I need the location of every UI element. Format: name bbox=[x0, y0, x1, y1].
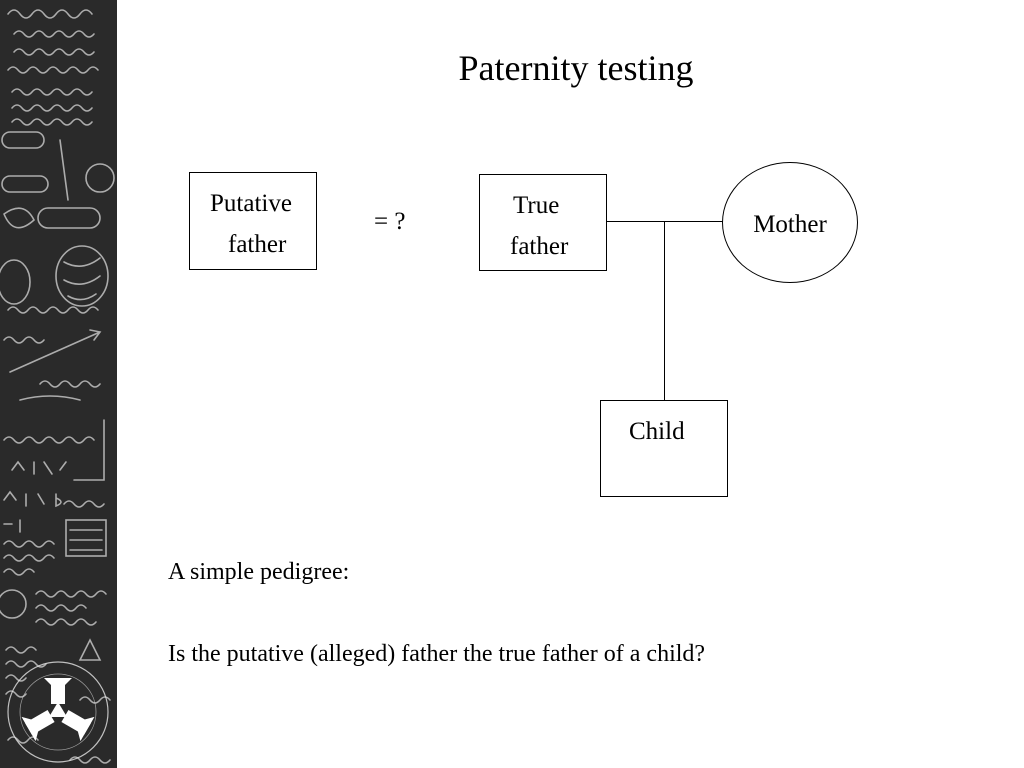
putative-father-label-line1: Putative bbox=[210, 190, 292, 217]
child-box: Child bbox=[600, 400, 728, 497]
equals-question-mark: = ? bbox=[374, 208, 406, 235]
university-logo-icon bbox=[7, 661, 109, 763]
body-line-2: Is the putative (alleged) father the tru… bbox=[168, 641, 706, 667]
putative-father-box: Putative father bbox=[189, 172, 317, 270]
mating-line bbox=[607, 221, 723, 222]
true-father-box: True father bbox=[479, 174, 607, 271]
mother-circle: Mother bbox=[722, 162, 858, 283]
chalkboard-doodles bbox=[0, 9, 115, 764]
body-line-1: A simple pedigree: bbox=[168, 559, 350, 585]
child-label: Child bbox=[629, 418, 685, 445]
chalkboard-sidebar bbox=[0, 0, 117, 768]
true-father-label-line2: father bbox=[510, 233, 569, 260]
descent-line bbox=[664, 221, 665, 400]
mother-label: Mother bbox=[753, 211, 827, 238]
true-father-label-line1: True bbox=[513, 192, 560, 219]
putative-father-label-line2: father bbox=[228, 231, 287, 258]
slide-title: Paternity testing bbox=[458, 48, 694, 88]
